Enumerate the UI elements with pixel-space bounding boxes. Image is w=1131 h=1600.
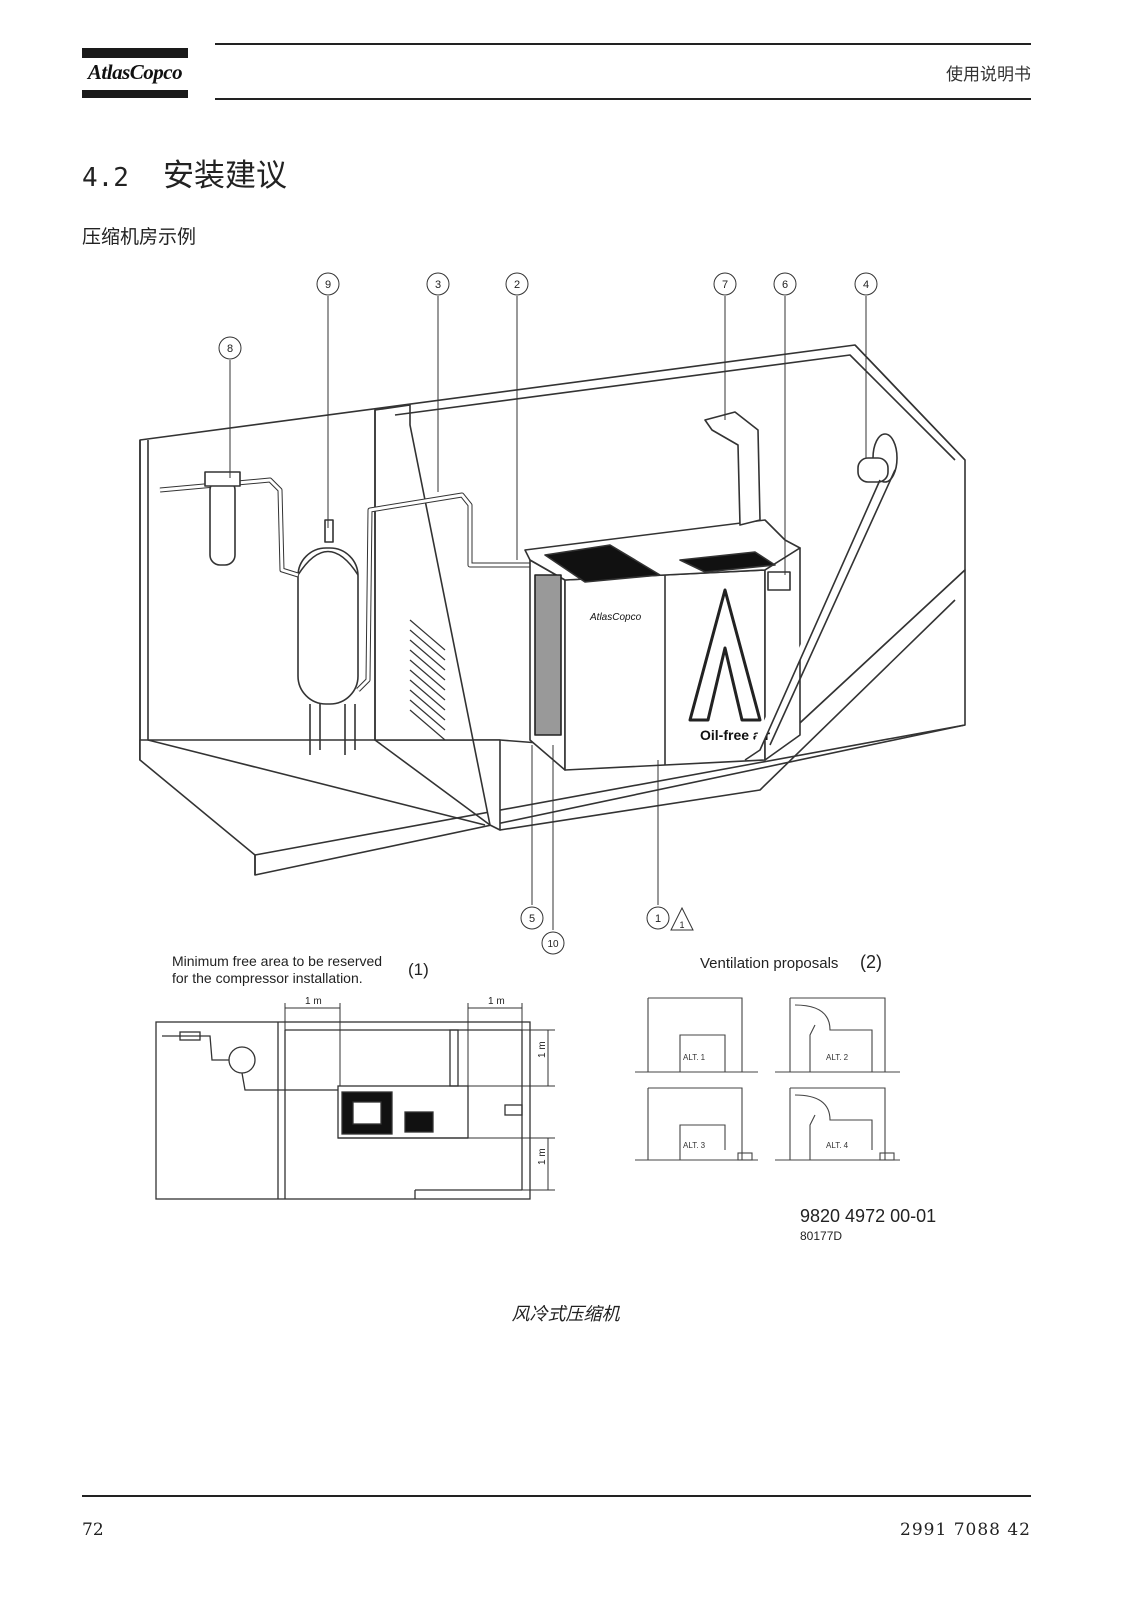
dim-top-right: 1 m [488, 996, 505, 1007]
page-number: 72 [82, 1520, 104, 1540]
section-number: 4.2 [82, 163, 129, 193]
air-receiver-tank [297, 519, 359, 755]
callout-4: 4 [863, 279, 869, 291]
ventilation-fan [744, 433, 898, 761]
callout-2: 2 [514, 279, 520, 291]
callout-6: 6 [782, 279, 788, 291]
alt-3-label: ALT. 3 [683, 1141, 706, 1150]
warning-symbol-number: 1 [679, 920, 684, 930]
air-filter [204, 471, 241, 566]
callout-circles [218, 272, 878, 955]
header-rule-top [215, 43, 1031, 45]
callout-7: 7 [722, 279, 728, 291]
callout-8: 8 [227, 343, 233, 355]
partition-grille [409, 619, 446, 741]
section-title: 安装建议 [162, 158, 287, 194]
manual-title: 使用说明书 [946, 65, 1031, 85]
exhaust-duct [704, 411, 761, 526]
alt-4-label: ALT. 4 [826, 1141, 849, 1150]
callout-1: 1 [655, 913, 661, 925]
ventilation-sketches [635, 997, 900, 1161]
dim-top-left: 1 m [305, 996, 322, 1007]
partition-wall [374, 404, 501, 831]
logo-bar-top [82, 48, 188, 58]
footer-rule [82, 1495, 1031, 1497]
figure-subtitle: 压缩机房示例 [82, 226, 197, 248]
logo-bar-bottom [82, 90, 188, 98]
dim-side-bottom: 1 m [537, 1148, 548, 1165]
ventilation-label: Ventilation proposals [700, 955, 838, 972]
compressor-unit: AtlasCopco Oil-free air [524, 519, 801, 771]
callout-9: 9 [325, 279, 331, 291]
min-area-line2: for the compressor installation. [172, 970, 363, 986]
document-number: 2991 7088 42 [900, 1520, 1031, 1540]
min-area-ref: (1) [408, 960, 429, 979]
min-area-line1: Minimum free area to be reserved [172, 953, 382, 969]
section-heading: 4.2 安装建议 [82, 150, 287, 195]
alt-1-label: ALT. 1 [683, 1053, 706, 1062]
plan-view [155, 1021, 531, 1200]
dim-side-top: 1 m [537, 1041, 548, 1058]
drawing-number: 9820 4972 00-01 [800, 1206, 936, 1226]
atlas-copco-logo: AtlasCopco [87, 60, 183, 84]
drawing-code: 80177D [800, 1229, 842, 1243]
svg-text:Oil-free air: Oil-free air [700, 727, 771, 743]
header-rule-bottom [215, 98, 1031, 100]
callout-3: 3 [435, 279, 441, 291]
figure-caption: 风冷式压缩机 [511, 1304, 620, 1325]
callout-10: 10 [547, 939, 559, 950]
ventilation-ref: (2) [860, 952, 882, 972]
callout-5: 5 [529, 913, 535, 925]
alt-2-label: ALT. 2 [826, 1053, 849, 1062]
svg-text:AtlasCopco: AtlasCopco [589, 612, 642, 623]
